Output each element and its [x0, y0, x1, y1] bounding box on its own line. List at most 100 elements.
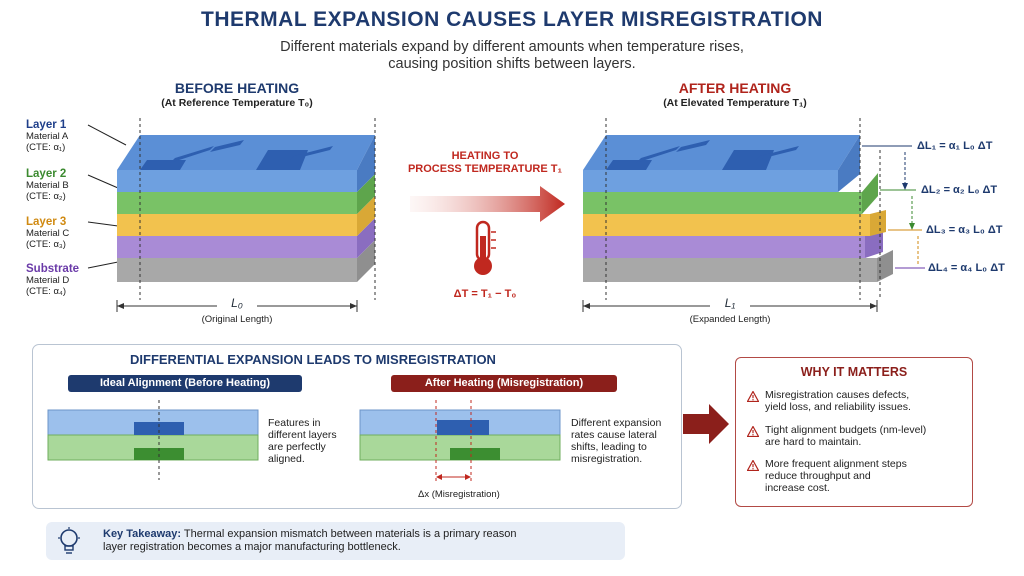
why-item-3-line-1: More frequent alignment steps [765, 458, 907, 470]
after-heating-label: After Heating (Misregistration) [391, 375, 617, 392]
substrate-material: Material D [26, 275, 70, 286]
after-substrate-front [583, 258, 877, 282]
expansion-label-3: ΔL₃ = α₃ L₀ ΔT [926, 224, 1003, 236]
expansion-indicators [862, 145, 925, 269]
layer-1-name: Layer 1 [26, 119, 67, 131]
warning-icon [746, 424, 760, 442]
before-substrate-front [117, 258, 357, 282]
layer-3-name: Layer 3 [26, 216, 67, 228]
misregistration-shift-label: Δx (Misregistration) [418, 489, 500, 500]
before-length-caption: (Original Length) [201, 314, 273, 325]
after-desc-line-3: shifts, leading to [571, 441, 647, 453]
layer-label-1: Layer 1 Material A (CTE: α₁) [26, 119, 68, 153]
before-blue-side [357, 135, 375, 192]
before-green-front [117, 192, 357, 214]
after-yellow-front [583, 214, 870, 236]
after-title: AFTER HEATING [678, 80, 792, 96]
layer-3-material: Material C [26, 228, 70, 239]
before-yellow-side [357, 196, 375, 236]
why-title: WHY IT MATTERS [800, 365, 908, 379]
heating-label-line-1: HEATING TO [451, 150, 519, 162]
before-length-label: L₀ [217, 296, 257, 310]
after-length-label: L₁ [710, 296, 750, 310]
after-description: Different expansion rates cause lateral … [571, 417, 661, 465]
heating-arrow [410, 186, 565, 222]
after-circuit-features [606, 140, 799, 170]
ideal-desc-line-4: aligned. [268, 453, 305, 465]
why-item-1-line-2: yield loss, and reliability issues. [765, 401, 911, 413]
after-desc-line-4: misregistration. [571, 453, 643, 465]
ideal-desc-line-2: different layers [268, 429, 337, 441]
key-takeaway-lead: Key Takeaway: [103, 528, 182, 540]
key-takeaway-line-2: layer registration becomes a major manuf… [103, 541, 401, 553]
before-purple-side [357, 218, 375, 258]
before-yellow-front [117, 214, 357, 236]
after-desc-line-1: Different expansion [571, 417, 662, 429]
why-item-1: Misregistration causes defects, yield lo… [765, 389, 911, 413]
page-title: THERMAL EXPANSION CAUSES LAYER MISREGIST… [201, 8, 823, 31]
before-purple-front [117, 236, 357, 258]
leader-layer-3 [87, 221, 119, 227]
leader-layer-2 [87, 174, 119, 189]
ideal-desc-line-1: Features in [268, 417, 321, 429]
layer-2-material: Material B [26, 180, 69, 191]
layer-1-material: Material A [26, 131, 69, 142]
before-green-side [357, 174, 375, 214]
layer-2-name: Layer 2 [26, 168, 67, 180]
why-it-matters-box [735, 357, 973, 507]
why-item-2-line-2: are hard to maintain. [765, 436, 862, 448]
substrate-name: Substrate [26, 263, 80, 275]
differential-title: DIFFERENTIAL EXPANSION LEADS TO MISREGIS… [130, 352, 496, 367]
after-stack [582, 118, 893, 312]
expansion-label-4: ΔL₄ = α₄ L₀ ΔT [928, 262, 1005, 274]
ideal-alignment-diagram [47, 400, 259, 480]
expansion-label-2: ΔL₂ = α₂ L₀ ΔT [921, 184, 998, 196]
thermometer-icon [474, 220, 496, 275]
after-green-front [583, 192, 862, 214]
warning-icon [746, 458, 760, 476]
ideal-desc-line-3: are perfectly [268, 441, 326, 453]
key-takeaway-text: Key Takeaway: Thermal expansion mismatch… [103, 528, 517, 554]
after-length-caption: (Expanded Length) [689, 314, 771, 325]
layer-label-substrate: Substrate Material D (CTE: α₄) [26, 263, 79, 297]
heating-label-line-2: PROCESS TEMPERATURE T₁ [407, 163, 563, 175]
lightbulb-icon [56, 527, 82, 562]
stack-diagram [87, 118, 925, 312]
why-item-3-line-2: reduce throughput and [765, 470, 871, 482]
expansion-label-1: ΔL₁ = α₁ L₀ ΔT [917, 140, 993, 152]
before-title: BEFORE HEATING [174, 80, 300, 96]
why-item-1-line-1: Misregistration causes defects, [765, 389, 910, 401]
before-circuit-features [140, 140, 333, 170]
layer-label-3: Layer 3 Material C (CTE: α₃) [26, 216, 69, 250]
page-subtitle: Different materials expand by different … [0, 39, 1024, 73]
ideal-description: Features in different layers are perfect… [268, 417, 337, 465]
layer-2-cte: (CTE: α₂) [26, 191, 66, 202]
alignment-diagrams [47, 400, 561, 482]
why-item-3: More frequent alignment steps reduce thr… [765, 458, 907, 494]
layer-1-cte: (CTE: α₁) [26, 142, 66, 153]
warning-icon [746, 389, 760, 407]
after-desc-line-2: rates cause lateral [571, 429, 657, 441]
layer-label-2: Layer 2 Material B (CTE: α₂) [26, 168, 69, 202]
ideal-alignment-label: Ideal Alignment (Before Heating) [68, 375, 302, 392]
leader-lines [87, 124, 127, 269]
why-item-3-line-3: increase cost. [765, 482, 830, 494]
leader-layer-1 [87, 124, 127, 146]
heating-label: HEATING TO PROCESS TEMPERATURE T₁ [395, 150, 575, 176]
why-item-2: Tight alignment budgets (nm-level) are h… [765, 424, 926, 448]
layer-3-cte: (CTE: α₃) [26, 239, 66, 250]
misregistration-diagram [359, 400, 561, 482]
why-arrow [683, 404, 729, 444]
why-item-2-line-1: Tight alignment budgets (nm-level) [765, 424, 927, 436]
leader-substrate [87, 261, 119, 269]
key-takeaway-line-1: Thermal expansion mismatch between mater… [181, 528, 517, 540]
after-subtitle: (At Elevated Temperature T₁) [663, 97, 807, 109]
subtitle-line-1: Different materials expand by different … [280, 39, 744, 55]
delta-t-label: ΔT = T₁ − T₀ [453, 288, 517, 300]
before-stack [116, 118, 376, 312]
before-subtitle: (At Reference Temperature T₀) [161, 97, 313, 109]
before-blue-front [117, 170, 357, 192]
after-blue-front [583, 170, 838, 192]
after-blue-top [583, 135, 860, 170]
key-takeaway-box [46, 522, 625, 560]
